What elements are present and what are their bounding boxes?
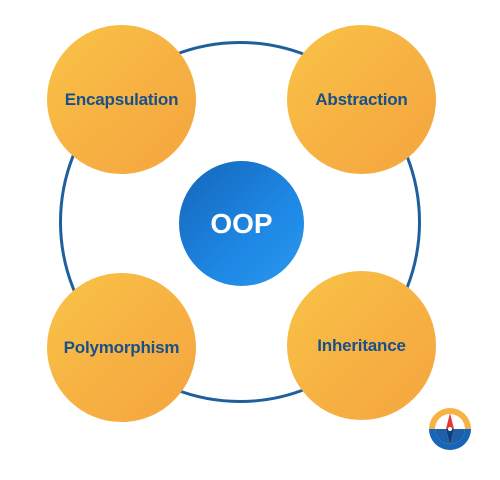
node-inheritance: Inheritance (287, 271, 436, 420)
center-node-oop: OOP (179, 161, 304, 286)
node-label-abstraction: Abstraction (315, 89, 408, 109)
node-abstraction: Abstraction (287, 25, 436, 174)
node-encapsulation: Encapsulation (47, 25, 196, 174)
center-label: OOP (210, 207, 273, 239)
node-label-inheritance: Inheritance (317, 335, 406, 355)
connection-ring (59, 41, 421, 403)
compass-icon (428, 407, 472, 451)
node-polymorphism: Polymorphism (47, 273, 196, 422)
node-label-polymorphism: Polymorphism (63, 337, 180, 357)
node-label-encapsulation: Encapsulation (64, 89, 179, 109)
compass-icon-graphic (429, 408, 471, 450)
